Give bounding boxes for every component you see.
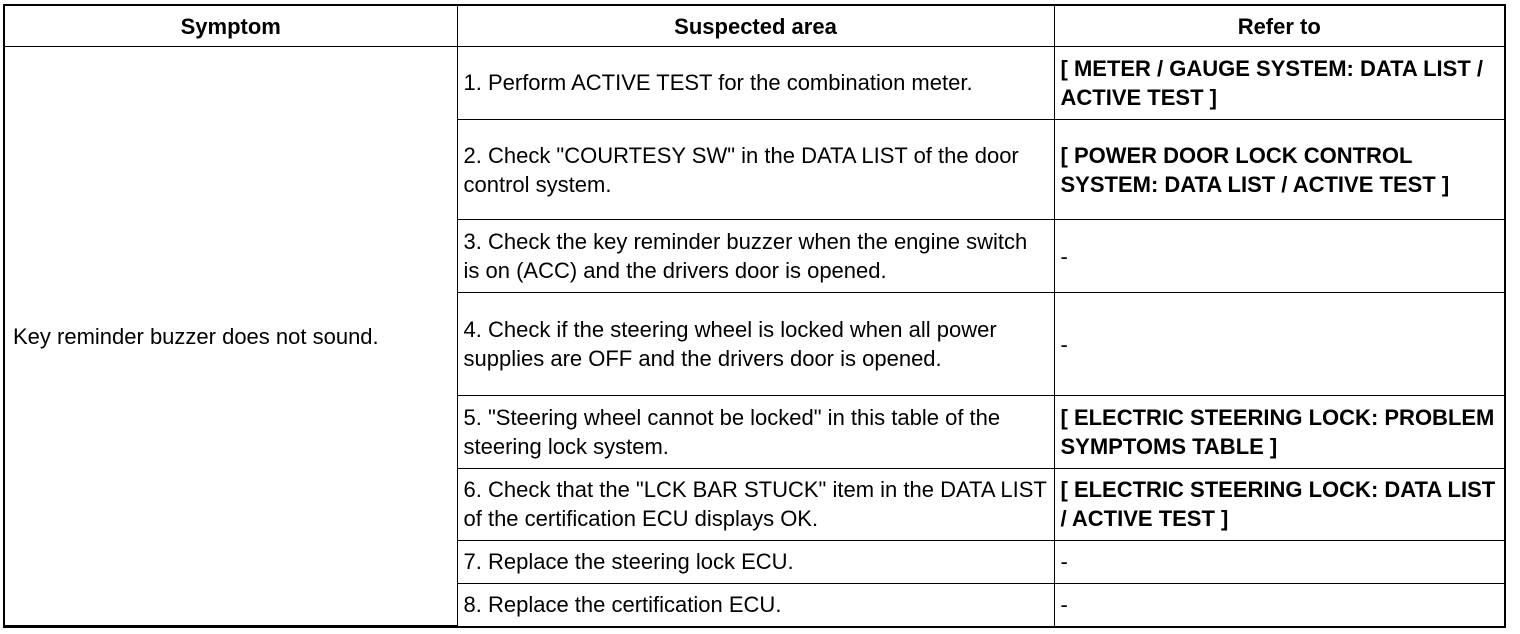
header-suspected-area: Suspected area <box>456 6 1055 47</box>
refer-to-link[interactable]: [ ELECTRIC STEERING LOCK: DATA LIST / AC… <box>1053 467 1504 542</box>
table-row: 3. Check the key reminder buzzer when th… <box>5 219 1504 294</box>
symptom-cell: Key reminder buzzer does not sound. <box>5 46 458 626</box>
refer-to-cell: - <box>1053 292 1504 396</box>
table-row: 7. Replace the steering lock ECU. - <box>5 540 1504 584</box>
table-row: 5. "Steering wheel cannot be locked" in … <box>5 394 1504 469</box>
refer-to-cell: - <box>1053 582 1504 626</box>
suspected-area-cell: 8. Replace the certification ECU. <box>456 582 1055 626</box>
refer-to-link[interactable]: [ POWER DOOR LOCK CONTROL SYSTEM: DATA L… <box>1053 118 1504 221</box>
table-row: 4. Check if the steering wheel is locked… <box>5 292 1504 396</box>
table-row: 2. Check "COURTESY SW" in the DATA LIST … <box>5 118 1504 221</box>
suspected-area-cell: 5. "Steering wheel cannot be locked" in … <box>456 394 1055 469</box>
header-row: Symptom Suspected area Refer to <box>5 6 1504 47</box>
header-refer-to: Refer to <box>1053 6 1504 47</box>
suspected-area-cell: 4. Check if the steering wheel is locked… <box>456 292 1055 396</box>
header-symptom: Symptom <box>5 6 458 47</box>
table-row: 8. Replace the certification ECU. - <box>5 582 1504 626</box>
suspected-area-cell: 1. Perform ACTIVE TEST for the combinati… <box>456 46 1055 120</box>
table-row: 6. Check that the "LCK BAR STUCK" item i… <box>5 467 1504 542</box>
table-row: Key reminder buzzer does not sound. 1. P… <box>5 46 1504 626</box>
suspected-area-cell: 2. Check "COURTESY SW" in the DATA LIST … <box>456 118 1055 221</box>
troubleshooting-table-container: Symptom Suspected area Refer to Key remi… <box>3 4 1506 628</box>
refer-to-link[interactable]: [ METER / GAUGE SYSTEM: DATA LIST / ACTI… <box>1053 46 1504 120</box>
refer-to-cell: - <box>1053 219 1504 294</box>
troubleshooting-table: Symptom Suspected area Refer to Key remi… <box>5 6 1504 626</box>
suspected-area-cell: 7. Replace the steering lock ECU. <box>456 540 1055 584</box>
suspected-area-cell: 6. Check that the "LCK BAR STUCK" item i… <box>456 467 1055 542</box>
refer-to-link[interactable]: [ ELECTRIC STEERING LOCK: PROBLEM SYMPTO… <box>1053 394 1504 469</box>
refer-to-cell: - <box>1053 540 1504 584</box>
suspected-area-cell: 3. Check the key reminder buzzer when th… <box>456 219 1055 294</box>
